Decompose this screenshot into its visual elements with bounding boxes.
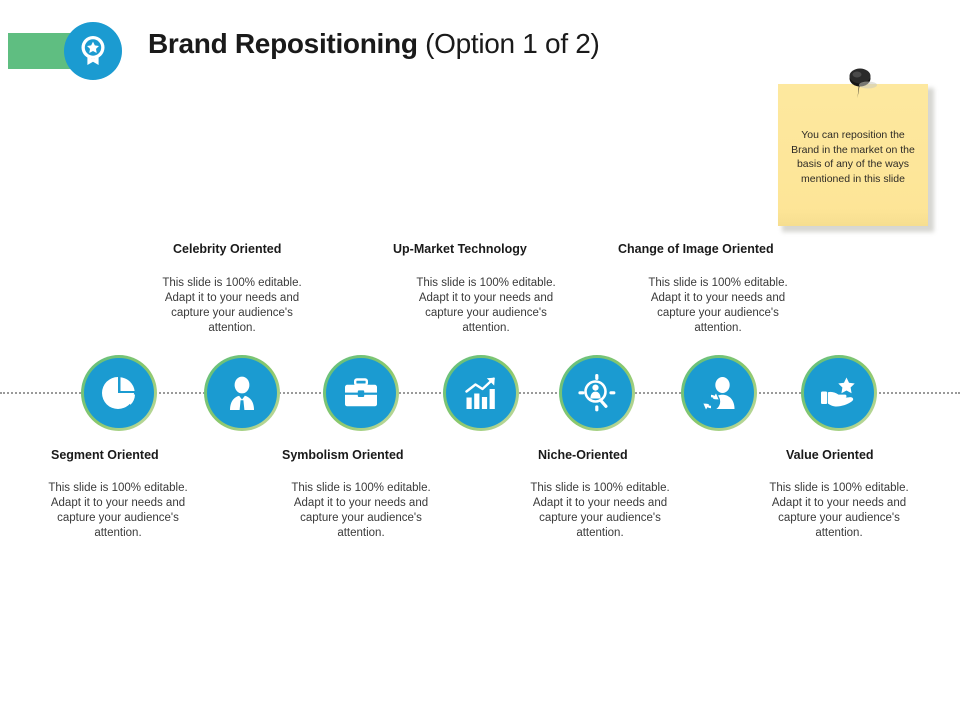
page-title-sub: (Option 1 of 2) <box>417 28 600 59</box>
top-item-title-change-of-image-oriented: Change of Image Oriented <box>618 242 774 256</box>
award-badge-icon <box>64 22 122 80</box>
bottom-item-body-value-oriented: This slide is 100% editable. Adapt it to… <box>769 482 909 539</box>
top-item-title-up-market-technology: Up-Market Technology <box>393 242 527 256</box>
page-title: Brand Repositioning (Option 1 of 2) <box>148 28 600 60</box>
target-search-person-icon <box>562 358 632 428</box>
bottom-item-title-symbolism-oriented: Symbolism Oriented <box>282 448 404 462</box>
top-item-body-up-market-technology: This slide is 100% editable. Adapt it to… <box>416 277 556 334</box>
icon-node-briefcase[interactable] <box>323 355 399 431</box>
briefcase-icon <box>326 358 396 428</box>
icon-node-segment-oriented[interactable] <box>81 355 157 431</box>
top-item-body-change-of-image-oriented: This slide is 100% editable. Adapt it to… <box>648 277 788 334</box>
pie-chart-icon <box>84 358 154 428</box>
bottom-item-title-segment-oriented: Segment Oriented <box>51 448 159 462</box>
bottom-item-body-symbolism-oriented: This slide is 100% editable. Adapt it to… <box>291 482 431 539</box>
business-person-icon <box>207 358 277 428</box>
icon-node-growth-chart[interactable] <box>443 355 519 431</box>
top-item-title-celebrity-oriented: Celebrity Oriented <box>173 242 282 256</box>
top-item-body-celebrity-oriented: This slide is 100% editable. Adapt it to… <box>162 277 302 334</box>
sticky-note-text: You can reposition the Brand in the mark… <box>791 129 915 185</box>
sticky-note-paper <box>778 84 928 226</box>
bottom-item-title-value-oriented: Value Oriented <box>786 448 874 462</box>
page-title-main: Brand Repositioning <box>148 28 418 59</box>
bottom-item-body-segment-oriented: This slide is 100% editable. Adapt it to… <box>48 482 188 539</box>
bottom-item-body-niche-oriented: This slide is 100% editable. Adapt it to… <box>530 482 670 539</box>
bottom-item-title-niche-oriented: Niche-Oriented <box>538 448 628 462</box>
hand-star-icon <box>804 358 874 428</box>
icon-node-value-oriented[interactable] <box>801 355 877 431</box>
push-pin-icon <box>840 68 880 110</box>
person-refresh-icon <box>684 358 754 428</box>
sticky-note: You can reposition the Brand in the mark… <box>778 68 934 232</box>
icon-node-change-image[interactable] <box>681 355 757 431</box>
icon-node-symbolism-person[interactable] <box>204 355 280 431</box>
growth-bar-chart-icon <box>446 358 516 428</box>
icon-node-niche-target[interactable] <box>559 355 635 431</box>
